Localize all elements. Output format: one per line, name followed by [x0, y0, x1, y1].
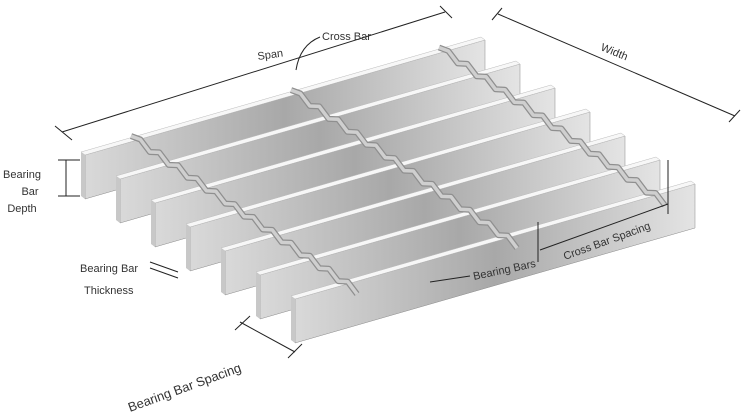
- bearing-bar-end: [151, 200, 155, 247]
- cross-bar-highlight: [130, 134, 359, 296]
- bearing-bar-end: [186, 224, 190, 271]
- bearing-bar-end: [116, 176, 120, 223]
- thickness-label-1: Bearing Bar: [80, 263, 138, 275]
- bearing-bar-end: [221, 248, 225, 295]
- bearing-bar-end: [291, 296, 295, 343]
- bearing-bar-spacing-label: Bearing Bar Spacing: [126, 360, 243, 415]
- bearing-bar-end: [81, 152, 85, 199]
- cross-bar-highlight: [438, 45, 667, 207]
- cross-bars-group: [129, 44, 668, 296]
- bearing-bars-group: [80, 36, 696, 344]
- bearing-bar-thickness-dimension: Bearing Bar Thickness: [80, 261, 179, 297]
- bearing-bar-end: [256, 272, 260, 319]
- depth-label-3: Depth: [7, 203, 36, 215]
- bearing-bar-top: [290, 180, 696, 300]
- width-label: Width: [599, 42, 630, 64]
- depth-label-2: Bar: [21, 186, 38, 198]
- bearing-bar: [290, 180, 696, 344]
- bearing-bar-top: [115, 60, 521, 180]
- bearing-bar-top: [80, 36, 486, 156]
- bearing-bar-depth-dimension: Bearing Bar Depth: [3, 159, 80, 215]
- thickness-label-2: Thickness: [84, 285, 134, 297]
- cross-bar-highlight: [290, 88, 519, 250]
- bearing-bar-spacing-dimension: Bearing Bar Spacing: [126, 315, 303, 415]
- bearing-bar-top: [255, 156, 661, 276]
- span-label: Span: [257, 48, 284, 63]
- cross-bar-label: Cross Bar: [322, 31, 371, 43]
- cross-bar-callout: Cross Bar: [295, 31, 371, 71]
- span-dimension: Span: [54, 5, 453, 141]
- depth-label-1: Bearing: [3, 169, 41, 181]
